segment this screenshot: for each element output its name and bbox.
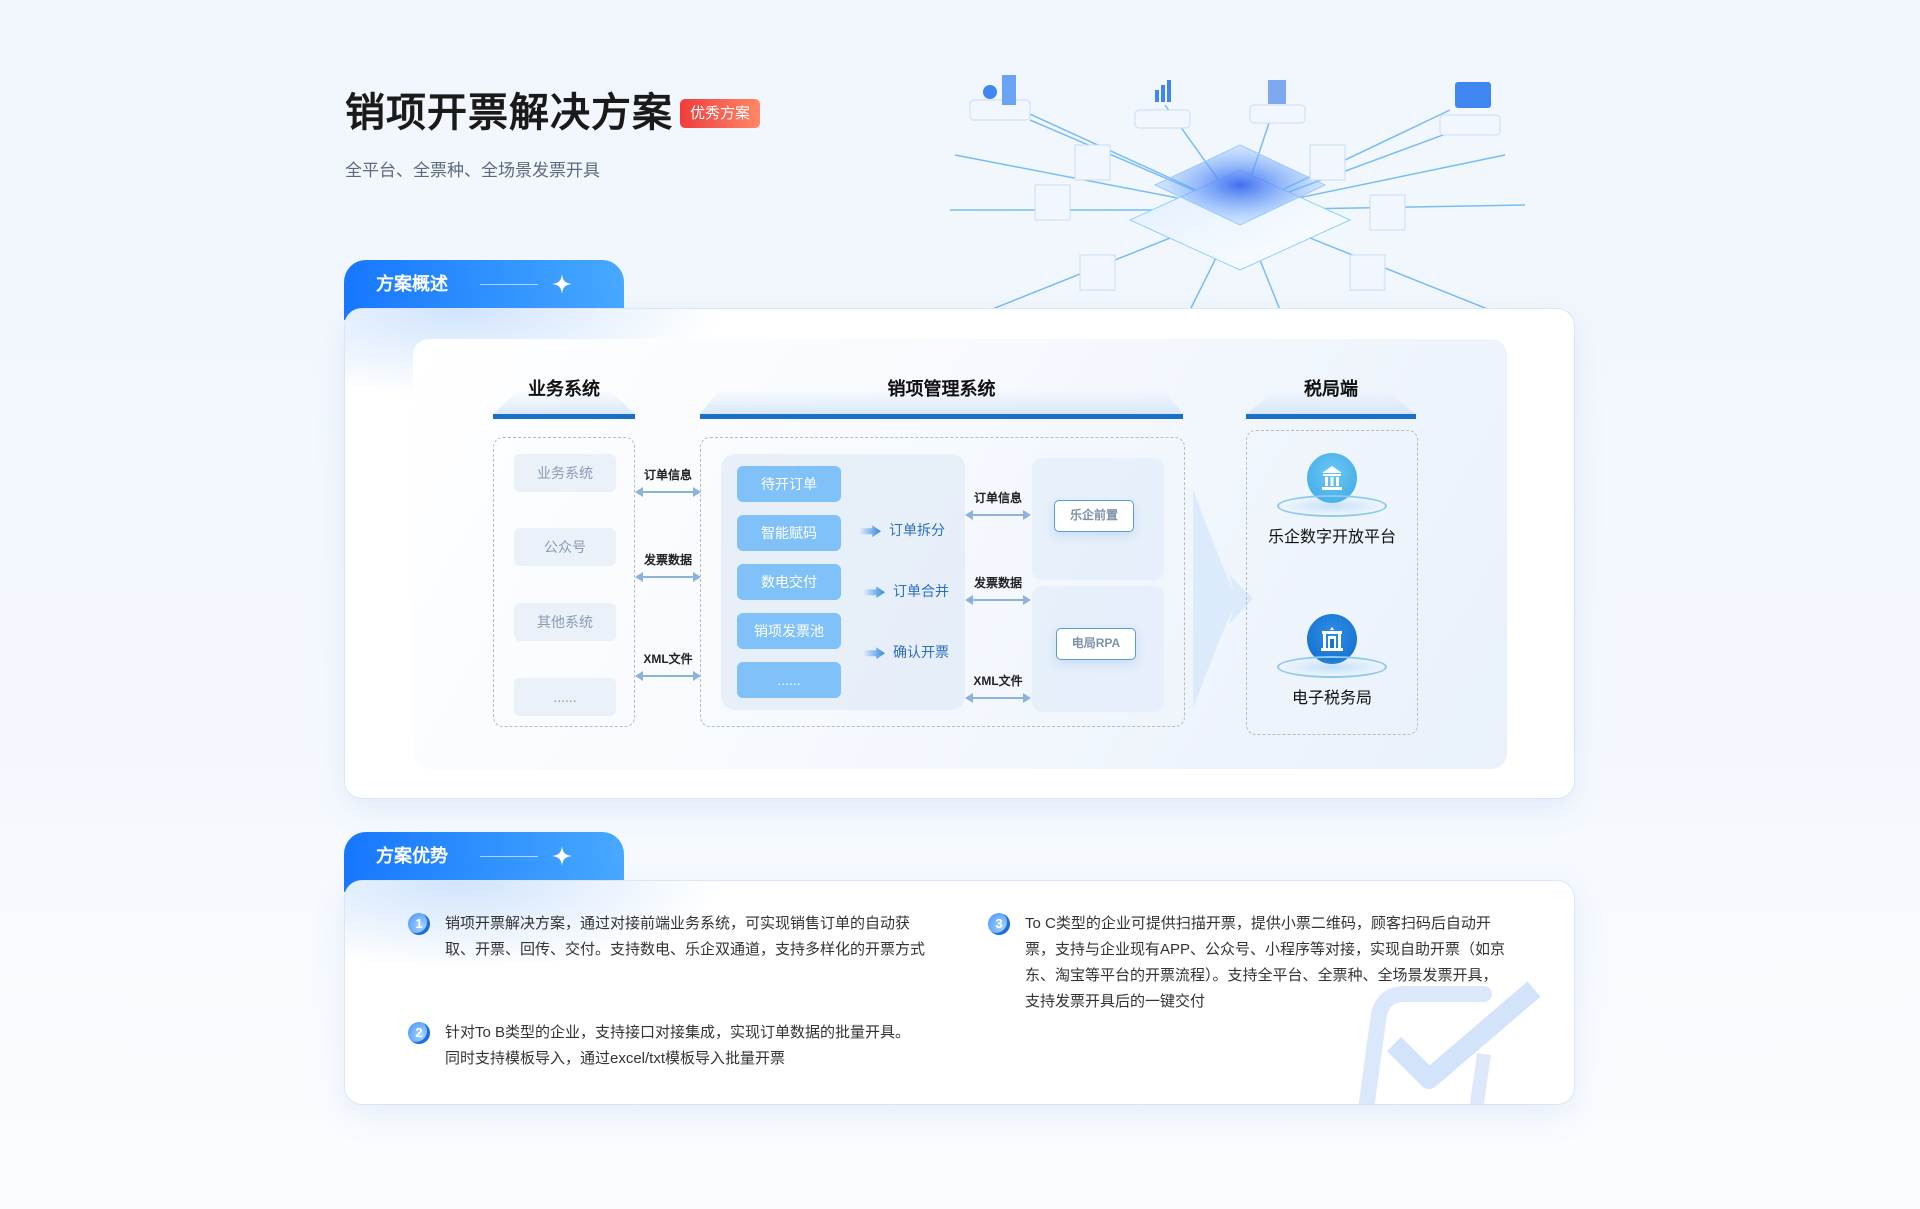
page-title: 销项开票解决方案 [345, 91, 673, 135]
digital-delivery-module[interactable]: 数电交付 [737, 564, 841, 600]
tab-overview-label: 方案概述 [376, 274, 448, 294]
order-info-connector-right: 订单信息 [965, 490, 1031, 520]
arrow-right-icon [863, 586, 885, 599]
invoice-pool-module[interactable]: 销项发票池 [737, 613, 841, 649]
platform-ring [1277, 656, 1387, 678]
bidirectional-arrow-icon [635, 572, 701, 582]
management-system-header: 销项管理系统 [700, 379, 1183, 419]
tab-divider-line [480, 856, 538, 857]
business-systems-box: 业务系统 公众号 其他系统 ...... [493, 437, 635, 727]
leqi-channel-panel: 乐企前置 [1032, 458, 1164, 580]
official-account-item[interactable]: 公众号 [514, 528, 616, 566]
bidirectional-arrow-icon [635, 487, 701, 497]
leqi-platform-node[interactable]: 乐企数字开放平台 [1257, 453, 1407, 549]
advantage-item: 2 针对To B类型的企业，支持接口对接集成，实现订单数据的批量开具。同时支持模… [408, 1020, 925, 1072]
step-number-badge: 2 [408, 1022, 430, 1044]
arrow-right-icon [859, 525, 881, 538]
order-split-step: 订单拆分 [859, 520, 945, 540]
tab-advantages-label: 方案优势 [376, 846, 448, 866]
business-system-item[interactable]: 业务系统 [514, 454, 616, 492]
advantage-item: 3 To C类型的企业可提供扫描开票，提供小票二维码，顾客扫码后自动开票，支持与… [988, 911, 1510, 1015]
module-group: 待开订单 智能赋码 数电交付 销项发票池 ...... 订单拆分 订单合并 确认… [721, 454, 965, 710]
more-systems-item[interactable]: ...... [514, 678, 616, 716]
overview-card: 业务系统 销项管理系统 税局端 业务系统 公众号 其他系统 ...... 订单信… [344, 308, 1575, 799]
leqi-front-box[interactable]: 乐企前置 [1054, 500, 1134, 532]
invoice-data-connector-right: 发票数据 [965, 575, 1031, 605]
bidirectional-arrow-icon [965, 693, 1031, 703]
page-subtitle: 全平台、全票种、全场景发票开具 [345, 161, 600, 180]
step-number-badge: 1 [408, 913, 430, 935]
advantage-item: 1 销项开票解决方案，通过对接前端业务系统，可实现销售订单的自动获取、开票、回传… [408, 911, 925, 963]
more-modules[interactable]: ...... [737, 662, 841, 698]
flow-arrow-icon [1193, 489, 1253, 709]
platform-ring [1277, 495, 1387, 517]
pending-orders-module[interactable]: 待开订单 [737, 466, 841, 502]
rpa-channel-panel: 电局RPA [1032, 586, 1164, 712]
confirm-invoice-step: 确认开票 [863, 642, 949, 662]
checkmark-decoration-icon [1358, 981, 1541, 1104]
tax-rpa-box[interactable]: 电局RPA [1056, 628, 1136, 660]
tax-bureau-header: 税局端 [1246, 379, 1416, 419]
tab-divider-line [480, 284, 538, 285]
other-system-item[interactable]: 其他系统 [514, 603, 616, 641]
order-merge-step: 订单合并 [863, 581, 949, 601]
business-system-header: 业务系统 [493, 379, 635, 419]
e-tax-bureau-node[interactable]: 电子税务局 [1257, 614, 1407, 710]
sparkle-icon [552, 274, 572, 294]
sparkle-icon [552, 846, 572, 866]
architecture-diagram: 业务系统 销项管理系统 税局端 业务系统 公众号 其他系统 ...... 订单信… [413, 339, 1507, 769]
excellent-solution-badge: 优秀方案 [680, 99, 760, 128]
order-info-connector: 订单信息 [635, 467, 701, 497]
bidirectional-arrow-icon [635, 671, 701, 681]
smart-coding-module[interactable]: 智能赋码 [737, 515, 841, 551]
xml-file-connector: XML文件 [635, 651, 701, 681]
xml-file-connector-right: XML文件 [965, 673, 1031, 703]
arrow-right-icon [863, 647, 885, 660]
tax-bureau-box: 乐企数字开放平台 电子税务局 [1246, 430, 1418, 735]
bidirectional-arrow-icon [965, 595, 1031, 605]
advantages-card: 1 销项开票解决方案，通过对接前端业务系统，可实现销售订单的自动获取、开票、回传… [344, 880, 1575, 1105]
bidirectional-arrow-icon [965, 510, 1031, 520]
management-system-box: 待开订单 智能赋码 数电交付 销项发票池 ...... 订单拆分 订单合并 确认… [700, 437, 1185, 727]
network-illustration-icon [950, 75, 1526, 310]
step-number-badge: 3 [988, 913, 1010, 935]
invoice-data-connector: 发票数据 [635, 552, 701, 582]
